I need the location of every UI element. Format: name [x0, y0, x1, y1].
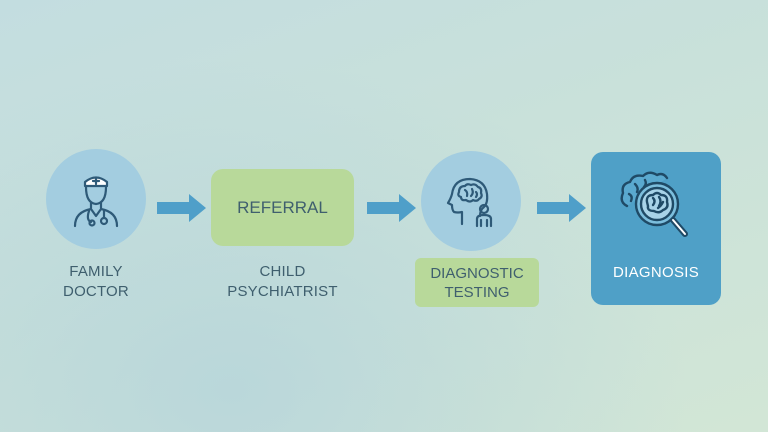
- family-doctor-node: [46, 149, 146, 249]
- family-doctor-line1: FAMILY: [69, 263, 123, 280]
- referral-box: REFERRAL: [211, 169, 354, 246]
- family-doctor-line2: DOCTOR: [63, 283, 129, 300]
- diagnostic-testing-label: DIAGNOSTIC TESTING: [415, 258, 539, 307]
- diagnosis-label: DIAGNOSIS: [612, 264, 700, 281]
- family-doctor-label: FAMILY DOCTOR: [46, 262, 146, 302]
- arrow-right-icon: [157, 194, 206, 222]
- diagnostic-testing-line1: DIAGNOSTIC: [430, 264, 524, 282]
- diagnostic-testing-line2: TESTING: [444, 283, 510, 301]
- child-psychiatrist-line2: PSYCHIATRIST: [227, 283, 338, 300]
- diagnosis-box: DIAGNOSIS: [591, 152, 721, 305]
- diagnostic-testing-node: [421, 151, 521, 251]
- doctor-icon: [73, 176, 119, 228]
- arrow-right-icon: [537, 194, 586, 222]
- referral-label: REFERRAL: [237, 197, 328, 217]
- brain-child-icon: [446, 177, 493, 228]
- child-psychiatrist-line1: CHILD: [259, 263, 306, 280]
- arrow-right-icon: [367, 194, 416, 222]
- child-psychiatrist-label: CHILD PSYCHIATRIST: [211, 262, 354, 302]
- brain-magnifier-icon: [620, 171, 688, 237]
